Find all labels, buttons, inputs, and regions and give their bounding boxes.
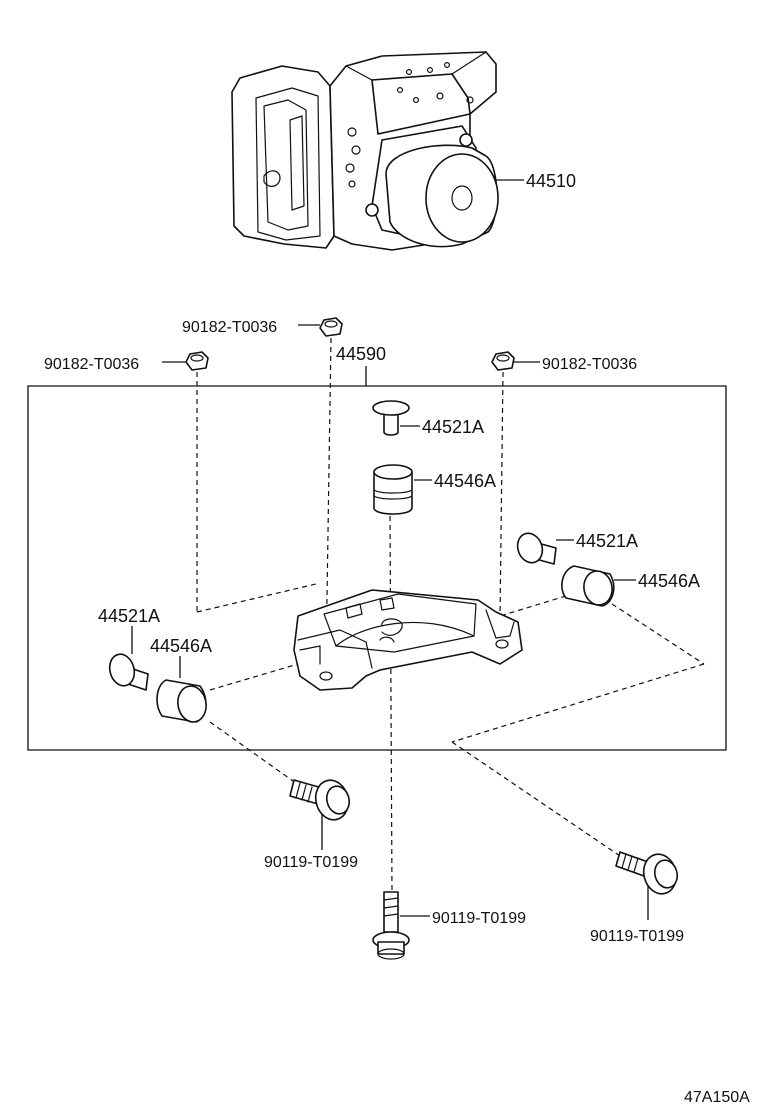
figure-code: 47A150A	[684, 1089, 750, 1106]
nut-top-left[interactable]	[185, 351, 209, 371]
label-nut-top-right: 90182-T0036	[542, 356, 637, 373]
bracket[interactable]	[293, 589, 523, 691]
label-cushion-left: 44546A	[150, 636, 212, 656]
label-nut-top-left: 90182-T0036	[44, 356, 139, 373]
bolt-bottom-center[interactable]	[372, 891, 410, 960]
nut-top-right[interactable]	[491, 351, 515, 371]
abs-actuator[interactable]	[231, 51, 524, 251]
label-abs-actuator: 44510	[526, 171, 576, 191]
label-bolt-cushion-top: 44521A	[422, 417, 484, 437]
label-bracket-assy: 44590	[336, 344, 386, 364]
bolt-cushion-left[interactable]	[106, 651, 149, 691]
bolt-bottom-right[interactable]	[615, 851, 681, 898]
bolt-cushion-right[interactable]	[514, 530, 557, 566]
label-cushion-right: 44546A	[638, 571, 700, 591]
bolt-cushion-top[interactable]	[372, 400, 410, 436]
label-nut-top-center: 90182-T0036	[182, 319, 277, 336]
label-bolt-cushion-right: 44521A	[576, 531, 638, 551]
assembly-lines	[196, 337, 705, 893]
bolt-bottom-left[interactable]	[289, 777, 353, 824]
label-bolt-bottom-right: 90119-T0199	[590, 928, 684, 945]
label-cushion-top: 44546A	[434, 471, 496, 491]
nut-top-center[interactable]	[319, 317, 343, 337]
cushion-top[interactable]	[373, 464, 413, 515]
cushion-left[interactable]	[156, 679, 209, 724]
label-bolt-bottom-left: 90119-T0199	[264, 854, 358, 871]
label-bolt-bottom-center: 90119-T0199	[432, 910, 526, 927]
label-bolt-cushion-left: 44521A	[98, 606, 160, 626]
assembly-frame	[27, 385, 727, 751]
cushion-right[interactable]	[561, 565, 615, 607]
